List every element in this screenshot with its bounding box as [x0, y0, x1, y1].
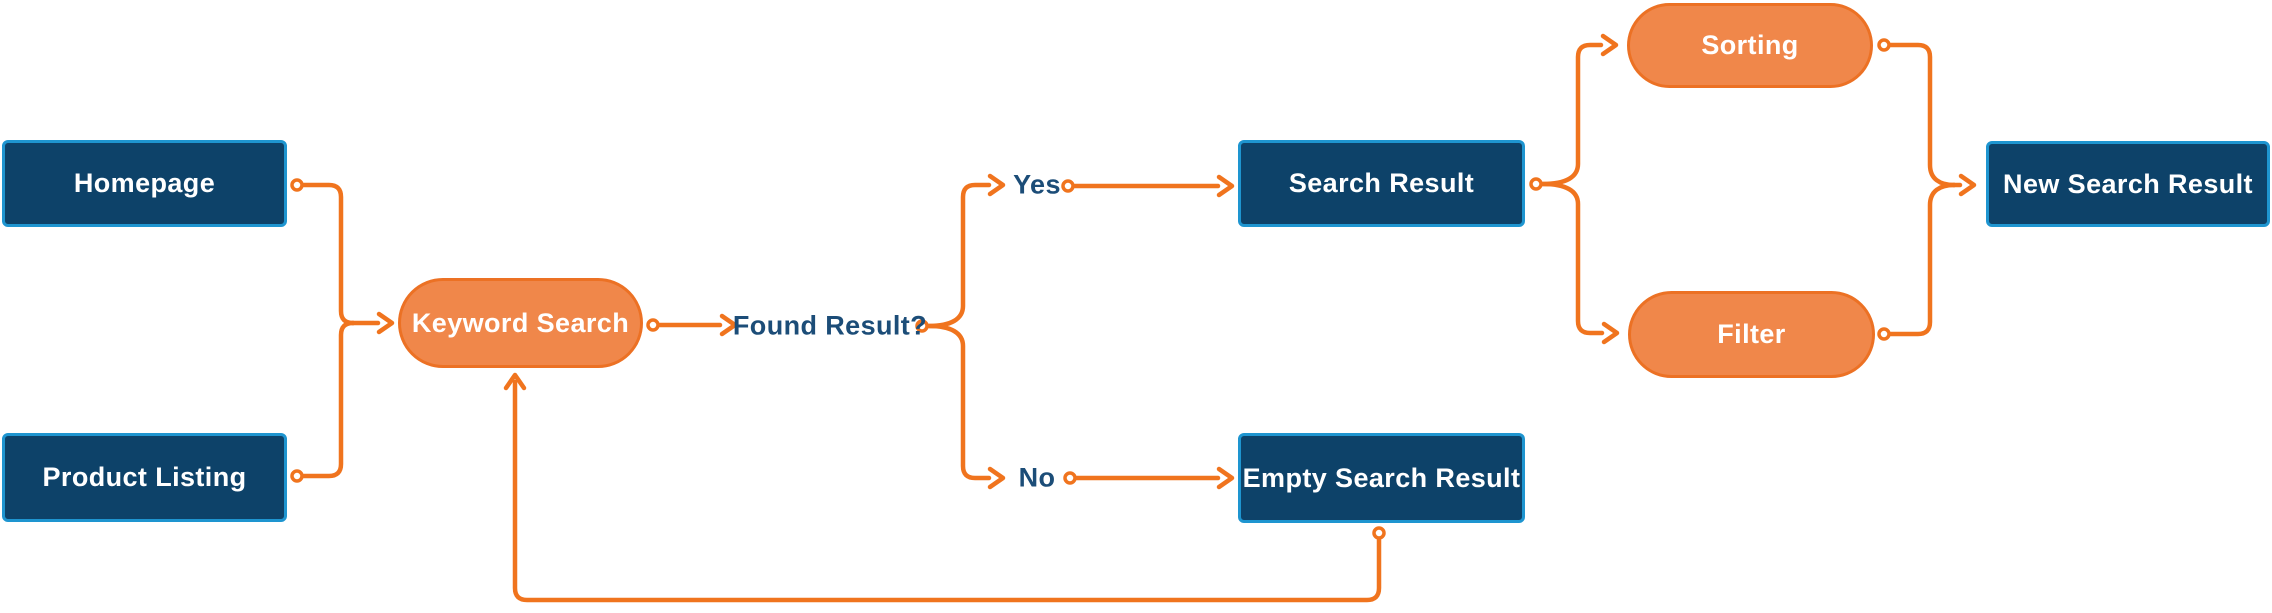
- node-keyword-search: Keyword Search: [398, 278, 643, 368]
- arrowhead-right-icon: [987, 466, 1006, 490]
- decision-label: Found Result?: [732, 310, 928, 341]
- edge-search-result-branch: [1529, 33, 1620, 345]
- node-filter: Filter: [1628, 291, 1875, 378]
- node-sorting: Sorting: [1627, 3, 1873, 88]
- node-filter-label: Filter: [1717, 319, 1786, 349]
- arrowhead-right-icon: [719, 313, 738, 337]
- arrowhead-right-icon: [1216, 466, 1235, 490]
- edge-no-to-empty-search-result: [1063, 466, 1235, 490]
- edge-decision-branch: [915, 173, 1006, 490]
- arrowhead-right-icon: [1600, 33, 1619, 57]
- yes-label: Yes: [1013, 169, 1061, 200]
- connector-dot: [646, 318, 660, 332]
- arrowhead-right-icon: [376, 311, 395, 335]
- connector-dot: [1529, 177, 1543, 191]
- no-label: No: [1018, 462, 1056, 493]
- node-product-listing-label: Product Listing: [42, 462, 247, 492]
- edge-product-listing-to-keyword-search: [290, 320, 356, 483]
- node-keyword-search-label: Keyword Search: [411, 307, 630, 338]
- edge-keyword-search-to-decision: [646, 313, 738, 337]
- node-product-listing: Product Listing: [2, 433, 287, 522]
- connector-dot: [290, 469, 304, 483]
- connector-dot: [1877, 38, 1891, 52]
- node-homepage: Homepage: [2, 140, 287, 227]
- node-sorting-label: Sorting: [1701, 30, 1799, 60]
- arrowhead-right-icon: [1216, 174, 1235, 198]
- edge-empty-result-loop-to-keyword-search: [503, 372, 1386, 603]
- node-search-result-label: Search Result: [1288, 168, 1475, 198]
- node-homepage-label: Homepage: [73, 168, 216, 198]
- connector-dot: [1372, 526, 1386, 540]
- arrowhead-right-icon: [1601, 321, 1620, 345]
- edge-filter-to-new-search-result: [1877, 182, 1957, 341]
- node-empty-search-result: Empty Search Result: [1238, 433, 1525, 523]
- node-search-result: Search Result: [1238, 140, 1525, 227]
- edge-merge-arrow-keyword-search: [350, 311, 395, 335]
- node-new-search-result-label: New Search Result: [2003, 168, 2253, 199]
- arrowhead-right-icon: [1958, 173, 1977, 197]
- connector-dot: [1061, 179, 1075, 193]
- connector-dot: [1877, 327, 1891, 341]
- edge-yes-to-search-result: [1061, 174, 1235, 198]
- node-new-search-result: New Search Result: [1986, 141, 2270, 227]
- edge-homepage-to-keyword-search: [290, 178, 356, 326]
- arrowhead-right-icon: [987, 173, 1006, 197]
- connector-dot: [290, 178, 304, 192]
- arrowhead-up-icon: [503, 372, 527, 391]
- connector-dot: [1063, 471, 1077, 485]
- node-empty-search-result-label: Empty Search Result: [1242, 462, 1521, 493]
- edge-merge-arrow-new-search-result: [1951, 173, 1977, 197]
- edge-sorting-to-new-search-result: [1877, 38, 1957, 188]
